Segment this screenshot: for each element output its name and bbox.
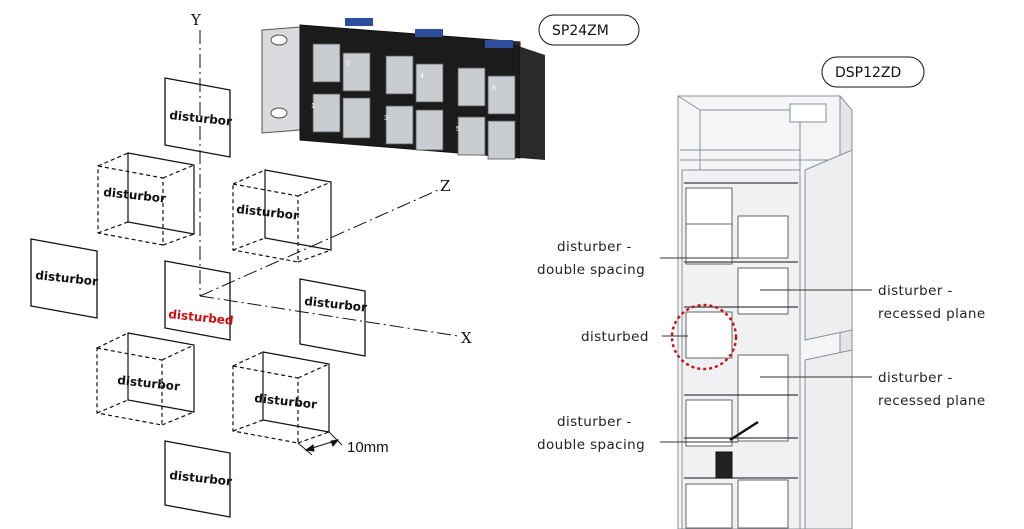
panel-port-3: 3: [384, 115, 388, 122]
square-top: disturbor: [165, 78, 233, 157]
sp24zm-label: SP24ZM: [539, 15, 639, 45]
panel-port-4: 4: [420, 73, 424, 80]
callout-recessed-plane-2-line2: recessed plane: [878, 393, 986, 409]
cube-upper-left-label: disturbor: [103, 185, 167, 205]
callout-disturbed: disturbed: [581, 329, 649, 345]
z-axis-label: Z: [440, 177, 450, 195]
x-axis-label: X: [461, 329, 472, 347]
sp24zm-label-text: SP24ZM: [552, 23, 609, 39]
panel-port-2: 2: [346, 61, 350, 68]
dsp12zd-module-image: [678, 96, 852, 529]
callout-recessed-plane-1-line1: disturber -: [878, 283, 953, 299]
panel-port-1: 1: [311, 103, 315, 110]
callout-double-spacing-2-line1: disturber -: [557, 414, 632, 430]
cube-lower-right: disturbor: [233, 352, 329, 443]
cube-upper-right-label: disturbor: [236, 202, 300, 222]
square-left-label: disturbor: [35, 268, 99, 288]
callout-recessed-plane-1-line2: recessed plane: [878, 306, 986, 322]
square-bottom: disturbor: [165, 441, 233, 517]
callout-double-spacing-1-line1: disturber -: [557, 239, 632, 255]
square-right-label: disturbor: [304, 294, 368, 314]
sp24zm-panel-image: 1 2 3 4 5 6: [262, 18, 545, 160]
dimension-label: 10mm: [347, 439, 389, 456]
callout-double-spacing-1-line2: double spacing: [537, 262, 645, 278]
cube-lower-left: disturbor: [97, 333, 194, 425]
panel-port-5: 5: [456, 126, 460, 133]
square-left: disturbor: [31, 239, 99, 318]
square-bottom-label: disturbor: [169, 468, 233, 488]
y-axis-label: Y: [190, 11, 202, 29]
dsp12zd-label: DSP12ZD: [822, 57, 924, 87]
cube-upper-right: disturbor: [233, 170, 331, 262]
square-top-label: disturbor: [169, 108, 233, 128]
square-right: disturbor: [300, 279, 368, 356]
dsp12zd-label-text: DSP12ZD: [835, 65, 901, 81]
callout-recessed-plane-2-line1: disturber -: [878, 370, 953, 386]
callout-double-spacing-2-line2: double spacing: [537, 437, 645, 453]
square-center-label: disturbed: [168, 307, 234, 328]
cube-upper-left: disturbor: [98, 153, 194, 245]
cube-lower-left-label: disturbor: [117, 373, 181, 393]
panel-port-6: 6: [492, 85, 496, 92]
